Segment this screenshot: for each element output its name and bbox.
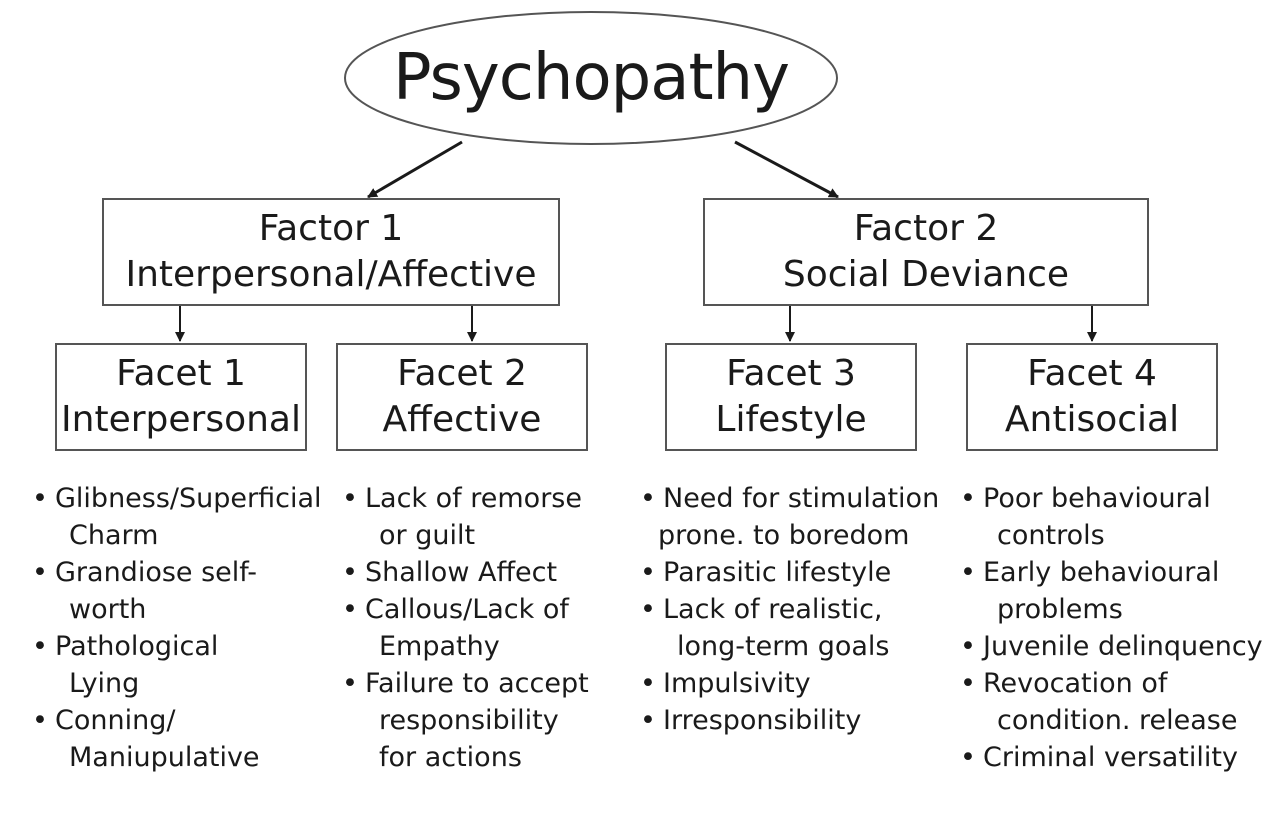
root-node-label: Psychopathy bbox=[393, 41, 790, 115]
facet-1-box: Facet 1 Interpersonal bbox=[55, 343, 307, 451]
facet-1-item: Grandiose self- worth bbox=[30, 554, 322, 628]
facet-1-item: Pathological Lying bbox=[30, 628, 322, 702]
facet-4-item: Poor behavioural controls bbox=[958, 480, 1263, 554]
facet-2-item: Shallow Affect bbox=[340, 554, 589, 591]
factor-2-box: Factor 2 Social Deviance bbox=[703, 198, 1149, 306]
facet-3-title: Facet 3 bbox=[726, 353, 856, 394]
facet-1-subtitle: Interpersonal bbox=[61, 399, 301, 440]
factor-2-subtitle: Social Deviance bbox=[782, 254, 1070, 295]
facet-1-title: Facet 1 bbox=[116, 353, 246, 394]
factor-1-title: Factor 1 bbox=[258, 208, 404, 249]
facet-4-box: Facet 4 Antisocial bbox=[966, 343, 1218, 451]
facet-3-item-list: Need for stimulation prone. to boredom P… bbox=[638, 480, 939, 739]
facet-4-item: Criminal versatility bbox=[958, 739, 1263, 776]
factor-1-subtitle: Interpersonal/Affective bbox=[125, 254, 537, 295]
facet-1-item-list: Glibness/Superficial Charm Grandiose sel… bbox=[30, 480, 322, 776]
facet-4-title: Facet 4 bbox=[1027, 353, 1157, 394]
factor-2-title: Factor 2 bbox=[853, 208, 999, 249]
facet-4-item: Juvenile delinquency bbox=[958, 628, 1263, 665]
facet-3-box: Facet 3 Lifestyle bbox=[665, 343, 917, 451]
facet-4-item: Revocation of condition. release bbox=[958, 665, 1263, 739]
facet-4-subtitle: Antisocial bbox=[1004, 399, 1180, 440]
facet-3-subtitle: Lifestyle bbox=[715, 399, 867, 440]
facet-2-title: Facet 2 bbox=[397, 353, 527, 394]
facet-3-item: Irresponsibility bbox=[638, 702, 939, 739]
facet-3-item: Need for stimulation prone. to boredom bbox=[638, 480, 939, 554]
factor-1-box: Factor 1 Interpersonal/Affective bbox=[102, 198, 560, 306]
facet-1-item: Glibness/Superficial Charm bbox=[30, 480, 322, 554]
facet-3-item: Lack of realistic, long-term goals bbox=[638, 591, 939, 665]
facet-2-item: Lack of remorse or guilt bbox=[340, 480, 589, 554]
facet-4-item: Early behavioural problems bbox=[958, 554, 1263, 628]
arrow-root-to-factor-1 bbox=[367, 140, 463, 199]
facet-1-item: Conning/ Maniupulative bbox=[30, 702, 322, 776]
facet-2-item-list: Lack of remorse or guilt Shallow Affect … bbox=[340, 480, 589, 776]
facet-2-item: Failure to accept responsibility for act… bbox=[340, 665, 589, 776]
facet-2-box: Facet 2 Affective bbox=[336, 343, 588, 451]
facet-3-item: Parasitic lifestyle bbox=[638, 554, 939, 591]
facet-4-item-list: Poor behavioural controls Early behaviou… bbox=[958, 480, 1263, 776]
root-ellipse bbox=[344, 11, 838, 145]
facet-2-subtitle: Affective bbox=[382, 399, 542, 440]
arrow-root-to-factor-2 bbox=[734, 140, 839, 199]
facet-2-item: Callous/Lack of Empathy bbox=[340, 591, 589, 665]
facet-3-item: Impulsivity bbox=[638, 665, 939, 702]
